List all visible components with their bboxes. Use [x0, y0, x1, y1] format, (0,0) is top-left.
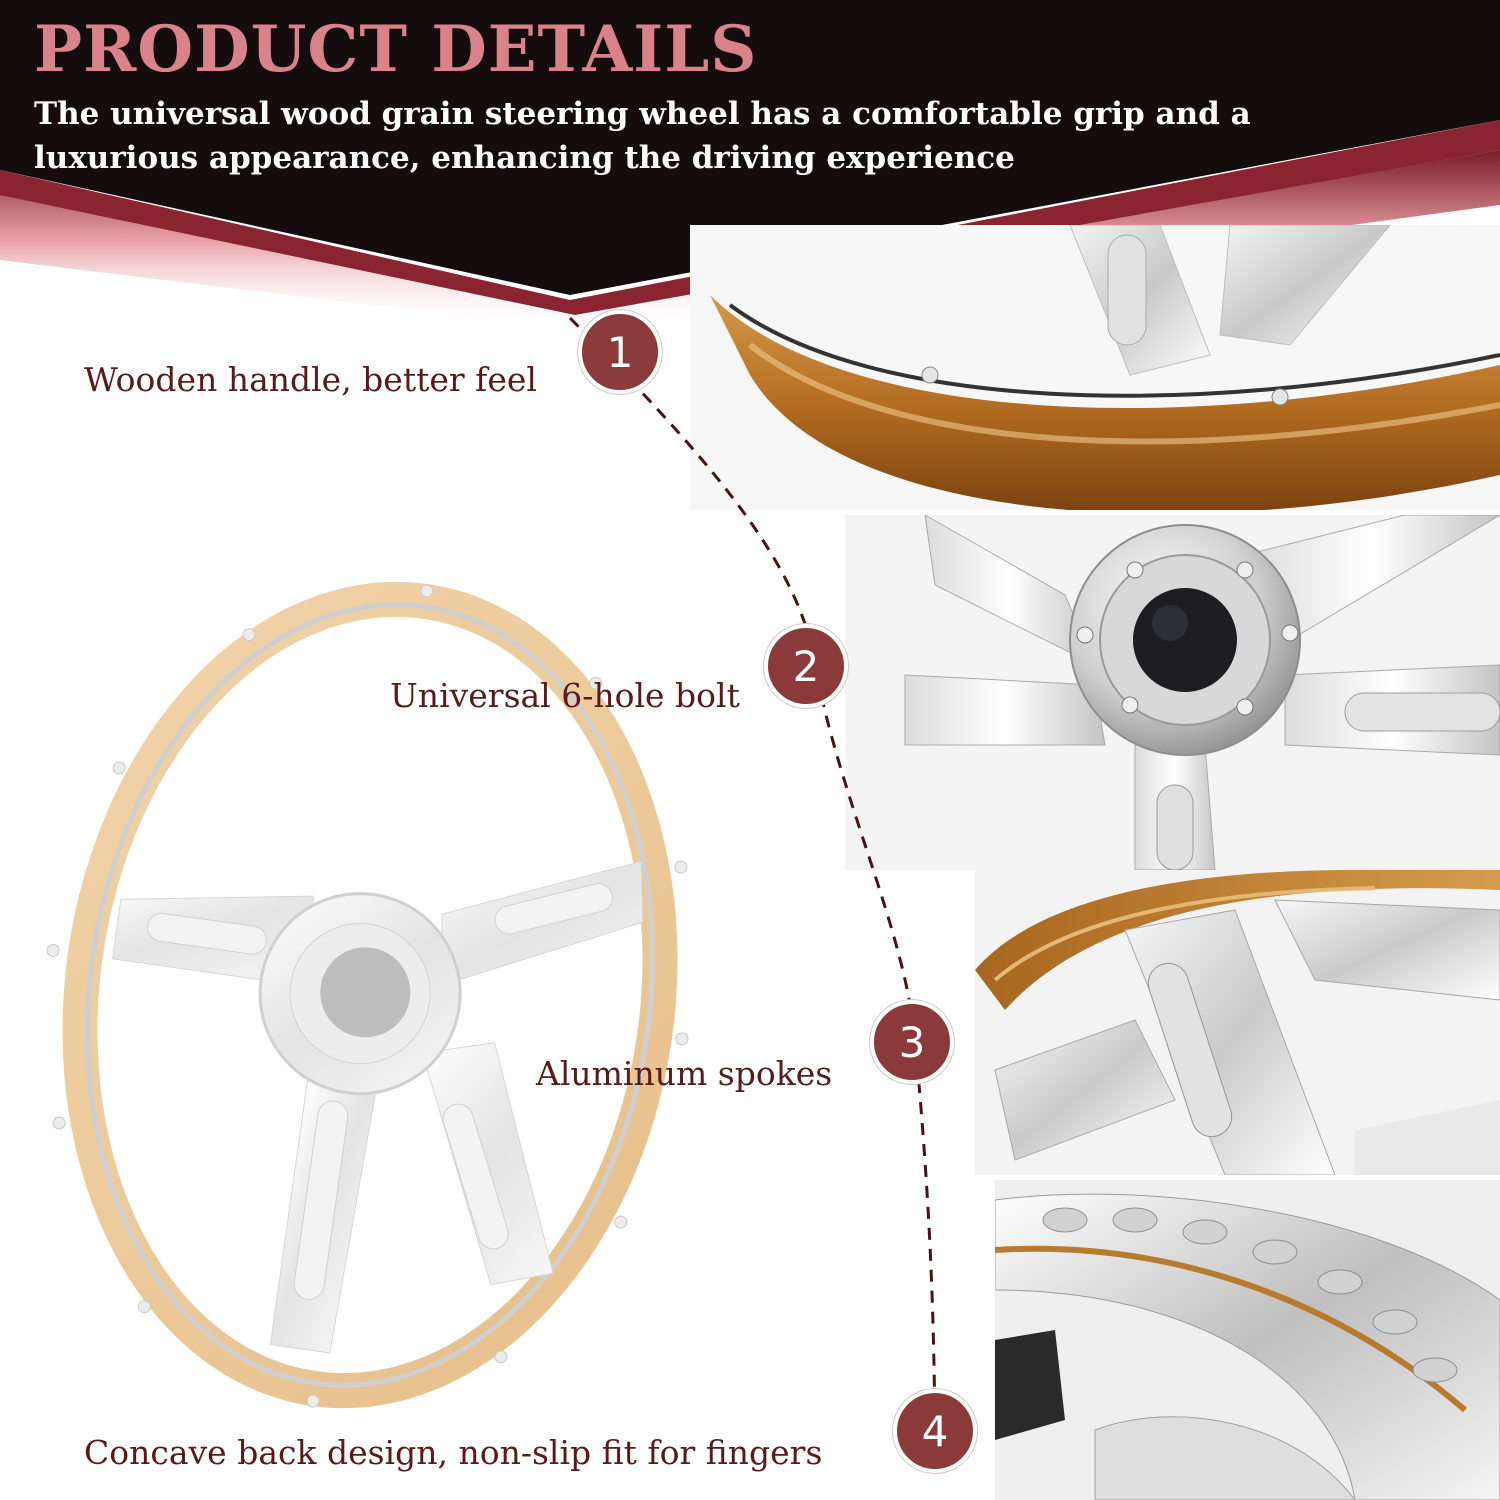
feature-label-2: Universal 6-hole bolt — [390, 676, 740, 715]
steering-wheel-illustration — [46, 581, 689, 1409]
page-title: PRODUCT DETAILS — [34, 12, 758, 87]
aluminum-spokes-photo — [975, 870, 1500, 1175]
feature-badge-2: 2 — [764, 624, 848, 708]
page-subtitle: The universal wood grain steering wheel … — [34, 96, 1251, 176]
feature-badge-4: 4 — [893, 1389, 977, 1473]
feature-badge-3: 3 — [870, 1000, 954, 1084]
feature-label-3: Aluminum spokes — [536, 1054, 833, 1093]
wooden-rim-photo — [690, 225, 1500, 510]
concave-back-photo — [995, 1180, 1500, 1500]
feature-label-4: Concave back design, non-slip fit for fi… — [84, 1433, 823, 1472]
hub-bolt-photo — [845, 515, 1500, 870]
feature-badge-1: 1 — [578, 310, 662, 394]
feature-label-1: Wooden handle, better feel — [84, 360, 537, 399]
header-banner — [0, 0, 1500, 320]
